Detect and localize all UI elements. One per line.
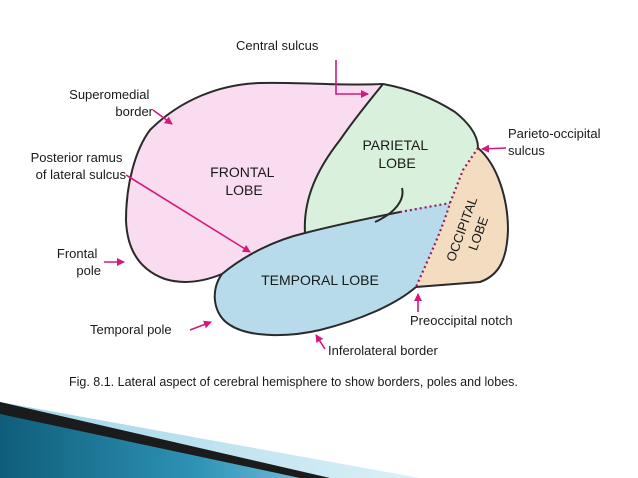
frontal-lobe-region	[126, 82, 383, 282]
posterior-ramus-label: Posterior ramus of lateral sulcus	[31, 150, 127, 182]
temporal-pole-arrow	[189, 320, 212, 331]
postcentral-sulcus-line	[374, 187, 404, 223]
central-sulcus-label: Central sulcus	[236, 38, 319, 53]
decorative-stripes	[0, 402, 420, 478]
frontal-lobe-label: FRONTAL LOBE	[210, 164, 278, 198]
central-sulcus-arrow	[335, 60, 369, 98]
figure-caption: Fig. 8.1. Lateral aspect of cerebral hem…	[69, 375, 518, 389]
parieto-occipital-sulcus-label: Parieto-occipital sulcus	[508, 126, 604, 158]
temporal-lobe-label: TEMPORAL LOBE	[261, 272, 379, 288]
parietal-lobe-region	[304, 84, 478, 233]
superomedial-border-arrow	[152, 109, 173, 125]
inferolateral-border-label: Inferolateral border	[328, 343, 439, 358]
central-sulcus-line	[303, 83, 384, 234]
temporo-occipital-dotted-line	[399, 201, 451, 214]
temporal-pole-label: Temporal pole	[90, 322, 172, 337]
parieto-occipital-dotted-line	[414, 147, 479, 288]
parieto-occipital-sulcus-arrow	[481, 144, 507, 153]
occipital-lobe-region	[416, 148, 508, 287]
inferolateral-border-arrow	[315, 334, 326, 350]
preoccipital-notch-label: Preoccipital notch	[410, 313, 513, 328]
temporal-outline	[213, 273, 417, 337]
frontal-pole-label: Frontal pole	[57, 246, 101, 278]
parietal-lobe-label: PARIETAL LOBE	[363, 137, 432, 171]
posterior-ramus-arrow	[125, 174, 251, 253]
hemisphere-outline	[124, 81, 384, 283]
superior-outline	[382, 83, 510, 288]
temporal-lobe-region	[214, 203, 450, 336]
superomedial-border-label: Superomedial border	[69, 87, 154, 119]
